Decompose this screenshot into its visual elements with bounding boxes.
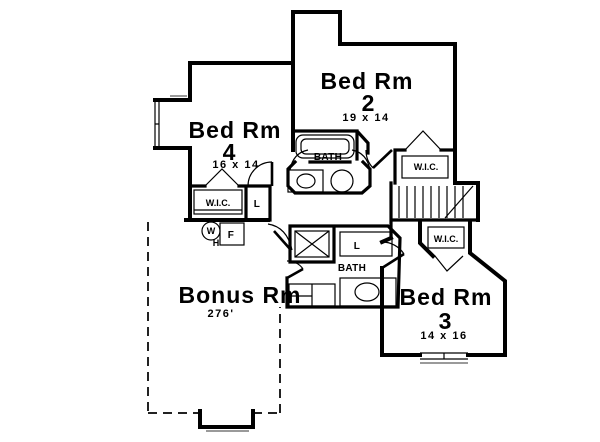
- bedroom3-door-swing: [381, 241, 405, 255]
- lower-bath-walls: [285, 224, 402, 309]
- sink: [296, 173, 316, 189]
- shower-x: [294, 230, 330, 258]
- utilities: [201, 221, 245, 246]
- stair-treads: [398, 186, 464, 218]
- bedroom3-door-leaf: [381, 252, 405, 270]
- wic-bed3-bifold-door: [434, 255, 464, 272]
- bedroom3-walls: [379, 220, 507, 357]
- bedroom2-door-leaf: [372, 149, 393, 169]
- bedroom4-size: 16 x 14: [212, 159, 259, 171]
- wic-bed4-bifold-door: [204, 168, 240, 187]
- toilet: [330, 169, 354, 193]
- bedroom2-walls: [291, 10, 480, 222]
- bay-window-glass: [154, 102, 160, 146]
- water-heater-label-w: W: [207, 226, 216, 236]
- bedroom2-closet-walls: [393, 148, 457, 185]
- bedroom2-size: 19 x 14: [342, 112, 389, 124]
- bonus-room-dormer: [198, 409, 255, 429]
- water-heater-label-h: H: [213, 238, 220, 248]
- bedroom3-name: Bed Rm: [400, 284, 493, 310]
- lower-bath-label: BATH: [338, 263, 366, 274]
- wic-bed2-bifold-door: [404, 130, 442, 151]
- bonus-room-dashed-walls: [147, 222, 281, 414]
- toilet-lower: [354, 282, 380, 302]
- toilet-room: [339, 277, 397, 307]
- bonus-room-door-leaf: [273, 230, 291, 250]
- bedroom3-size: 14 x 16: [420, 330, 467, 342]
- upper-bath-right-door-swing: [351, 149, 371, 171]
- bonus-room-name: Bonus Rm: [179, 282, 302, 308]
- bedroom4-closet-walls: [188, 184, 272, 222]
- linen-lower-label: L: [354, 241, 360, 252]
- shower-inner: [294, 230, 330, 258]
- lower-bath-fixtures: [288, 230, 397, 307]
- staircase: [398, 185, 474, 219]
- upper-bath-label: BATH: [314, 152, 342, 163]
- bedroom3-window-glass: [420, 352, 468, 360]
- furnace-label: F: [228, 230, 234, 241]
- room-labels: Bed Rm 2 19 x 14 Bed Rm 4 16 x 14 Bed Rm…: [179, 68, 493, 342]
- doors: [204, 130, 464, 280]
- wic-bed4-shelf: [193, 189, 243, 215]
- wic-bed3-shelf: [427, 226, 465, 249]
- bedroom4-number: 4: [223, 139, 236, 165]
- stair-direction-line: [444, 185, 474, 219]
- wic-bed3-label: W.I.C.: [434, 234, 459, 244]
- lower-bath-door-leaf: [286, 267, 304, 280]
- bedroom2-name: Bed Rm: [321, 68, 414, 94]
- bedroom4-walls: [153, 61, 295, 222]
- wic-bed2-shelf: [401, 155, 449, 179]
- lower-bath-door-swing: [286, 260, 304, 270]
- bay-window: [154, 95, 187, 146]
- interior-walls: [188, 129, 480, 309]
- bathtub: [295, 134, 355, 159]
- bathtub-inner: [300, 138, 350, 155]
- bedroom3-number: 3: [439, 308, 452, 334]
- upper-bath-fixtures: [287, 134, 355, 193]
- furnace-box: [219, 222, 245, 246]
- wic-bed2-label: W.I.C.: [414, 162, 439, 172]
- bedroom2-number: 2: [362, 90, 375, 116]
- linen-lower-shelf: [339, 231, 393, 257]
- vanity-counter: [287, 169, 324, 193]
- upper-bath-left-door-swing: [289, 149, 309, 171]
- exterior-walls: [153, 10, 507, 357]
- bedroom2-door-swing: [365, 149, 374, 169]
- bedroom3-window: [420, 352, 468, 364]
- vanity-lower-divider: [289, 284, 313, 306]
- bonus-room-size: 276': [208, 308, 235, 320]
- bonus-room-outline: [147, 222, 281, 432]
- wic-bed4-label: W.I.C.: [206, 198, 231, 208]
- bedroom4-name: Bed Rm: [189, 117, 282, 143]
- linen-upper-label: L: [254, 199, 260, 210]
- upper-bath-walls: [286, 129, 372, 195]
- bedroom4-door-swing: [247, 161, 273, 187]
- bonus-room-door-swing: [267, 223, 293, 251]
- stairwell-walls: [389, 181, 480, 240]
